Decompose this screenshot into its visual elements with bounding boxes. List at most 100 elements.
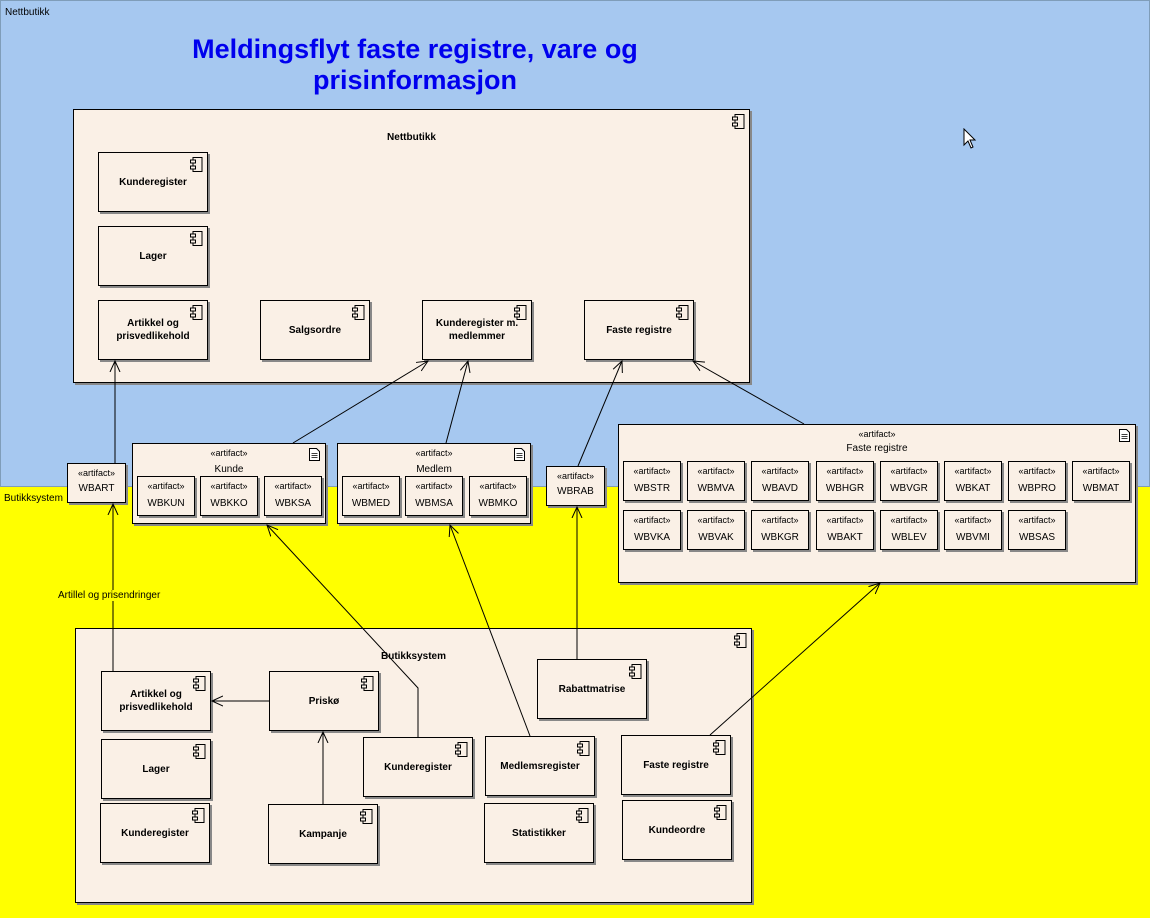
component-icon	[352, 305, 365, 320]
component-icon	[514, 305, 527, 320]
nb-faste-registre[interactable]: Faste registre	[584, 300, 694, 360]
bs-medlemsregister[interactable]: Medlemsregister	[485, 736, 595, 796]
bs-rabattmatrise[interactable]: Rabattmatrise	[537, 659, 647, 719]
stereotype-label: «artifact»	[415, 481, 453, 491]
bs-faste-registre[interactable]: Faste registre	[621, 735, 731, 795]
edge-wbrab-to-nb-faste	[577, 361, 622, 467]
stereotype-label: «artifact»	[147, 481, 185, 491]
artifact-wbkgr[interactable]: «artifact»WBKGR	[751, 510, 809, 550]
component-icon	[192, 808, 205, 823]
bs-medlemsregister-label: Medlemsregister	[500, 760, 580, 772]
artifact-name: WBMAT	[1082, 483, 1120, 494]
bs-kunderegister-left[interactable]: Kunderegister	[100, 803, 210, 863]
stereotype-label: «artifact»	[826, 515, 864, 525]
artifact-name: WBLEV	[891, 532, 927, 543]
bs-kundeordre-label: Kundeordre	[648, 824, 706, 836]
stereotype-label: «artifact»	[954, 466, 992, 476]
artifact-name: WBKSA	[274, 498, 312, 509]
artifact-name: WBKGR	[761, 532, 799, 543]
bs-lager[interactable]: Lager	[101, 739, 211, 799]
component-icon	[629, 664, 642, 679]
nettbutikk-container-title: Nettbutikk	[387, 132, 436, 143]
nb-artikkel-prisvedlikehold[interactable]: Artikkel og prisvedlikehold	[98, 300, 208, 360]
component-icon	[361, 676, 374, 691]
artifact-wbavd[interactable]: «artifact» WBAVD	[751, 461, 809, 501]
artifact-name: WBSAS	[1018, 532, 1056, 543]
artifact-wbvka[interactable]: «artifact»WBVKA	[623, 510, 681, 550]
stereotype-label: «artifact»	[1082, 466, 1120, 476]
bs-kampanje-label: Kampanje	[299, 828, 347, 840]
artifact-wbpro[interactable]: «artifact»WBPRO	[1008, 461, 1066, 501]
component-icon	[360, 809, 373, 824]
bs-faste-registre-label: Faste registre	[643, 759, 709, 771]
artifact-name: WBMKO	[478, 498, 518, 509]
stereotype-label: «artifact»	[415, 448, 453, 458]
stereotype-label: «artifact»	[697, 466, 735, 476]
artifact-group-title: Faste registre	[846, 443, 908, 454]
artifact-group-faste-registre[interactable]: «artifact» Faste registre	[618, 424, 1136, 583]
nb-kunderegister-medlemmer-label: Kunderegister m. medlemmer	[435, 318, 519, 342]
edge-kunde-to-nb-medlemmer	[292, 361, 428, 444]
artifact-name: WBAKT	[827, 532, 863, 543]
bs-artikkel-prisvedlikehold[interactable]: Artikkel og prisvedlikehold	[101, 671, 211, 731]
nb-lager[interactable]: Lager	[98, 226, 208, 286]
nb-salgsordre[interactable]: Salgsordre	[260, 300, 370, 360]
artifact-name: WBHGR	[825, 483, 865, 494]
bs-statistikker-label: Statistikker	[512, 827, 566, 839]
artifact-wbakt[interactable]: «artifact» WBAKT	[816, 510, 874, 550]
artifact-wbsas[interactable]: «artifact» WBSAS	[1008, 510, 1066, 550]
mouse-cursor-icon	[963, 128, 977, 149]
component-icon	[577, 741, 590, 756]
artifact-wbart[interactable]: «artifact» WBART	[67, 463, 126, 503]
stereotype-label: «artifact»	[352, 481, 390, 491]
edge-medlem-to-nb-medlemmer	[445, 361, 468, 444]
artifact-name: WBRAB	[557, 486, 594, 497]
artifact-wbrab[interactable]: «artifact» WBRAB	[546, 466, 605, 506]
component-icon	[732, 114, 745, 129]
edge-bs-kunderegister-to-kunde	[267, 525, 419, 737]
stereotype-label: «artifact»	[210, 448, 248, 458]
bs-rabattmatrise-label: Rabattmatrise	[558, 683, 626, 695]
document-icon	[514, 448, 525, 461]
bs-statistikker[interactable]: Statistikker	[484, 803, 594, 863]
stereotype-label: «artifact»	[274, 481, 312, 491]
artifact-wbmva[interactable]: «artifact»WBMVA	[687, 461, 745, 501]
artifact-wbvgr[interactable]: «artifact»WBVGR	[880, 461, 938, 501]
bs-kunderegister[interactable]: Kunderegister	[363, 737, 473, 797]
artifact-wbkko[interactable]: «artifact»WBKKO	[200, 476, 258, 516]
component-icon	[190, 157, 203, 172]
artifact-wbmat[interactable]: «artifact» WBMAT	[1072, 461, 1130, 501]
stereotype-label: «artifact»	[77, 468, 116, 478]
nb-kunderegister-medlemmer[interactable]: Kunderegister m. medlemmer	[422, 300, 532, 360]
bs-prisko[interactable]: Priskø	[269, 671, 379, 731]
artifact-wbvmi[interactable]: «artifact»WBVMI	[944, 510, 1002, 550]
nb-kunderegister[interactable]: Kunderegister	[98, 152, 208, 212]
bs-kunderegister-left-label: Kunderegister	[121, 827, 189, 839]
bs-kundeordre[interactable]: Kundeordre	[622, 800, 732, 860]
stereotype-label: «artifact»	[826, 466, 864, 476]
artifact-wbmko[interactable]: «artifact»WBMKO	[469, 476, 527, 516]
stereotype-label: «artifact»	[1018, 466, 1056, 476]
artifact-name: WBKKO	[210, 498, 248, 509]
artifact-wbksa[interactable]: «artifact» WBKSA	[264, 476, 322, 516]
artifact-wbkun[interactable]: «artifact»WBKUN	[137, 476, 195, 516]
artifact-wbvak[interactable]: «artifact»WBVAK	[687, 510, 745, 550]
bs-lager-label: Lager	[142, 763, 170, 775]
component-icon	[190, 305, 203, 320]
artifact-name: WBVGR	[890, 483, 928, 494]
artifact-wbmed[interactable]: «artifact»WBMED	[342, 476, 400, 516]
artifact-wbmsa[interactable]: «artifact»WBMSA	[405, 476, 463, 516]
document-icon	[309, 448, 320, 461]
artifact-wbstr[interactable]: «artifact»WBSTR	[623, 461, 681, 501]
artifact-name: WBAVD	[762, 483, 798, 494]
stereotype-label: «artifact»	[761, 466, 799, 476]
stereotype-label: «artifact»	[697, 515, 735, 525]
stereotype-label: «artifact»	[1018, 515, 1056, 525]
artifact-wbhgr[interactable]: «artifact» WBHGR	[816, 461, 874, 501]
bs-prisko-label: Priskø	[308, 695, 340, 707]
artifact-wblev[interactable]: «artifact»WBLEV	[880, 510, 938, 550]
artifact-wbkat[interactable]: «artifact»WBKAT	[944, 461, 1002, 501]
nb-faste-registre-label: Faste registre	[606, 324, 672, 336]
bs-kampanje[interactable]: Kampanje	[268, 804, 378, 864]
artifact-name: WBVMI	[956, 532, 990, 543]
